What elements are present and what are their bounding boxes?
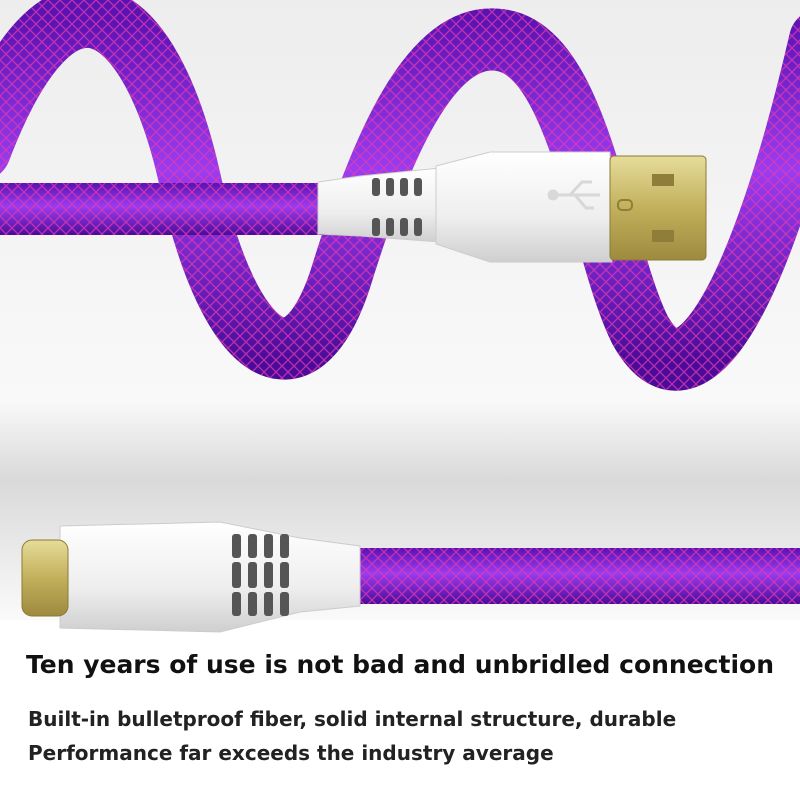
usb-a-cable [0, 151, 707, 263]
headline: Ten years of use is not bad and unbridle… [26, 650, 774, 679]
feature-line: Built-in bulletproof fiber, solid intern… [28, 707, 677, 731]
usb-c-cable [21, 521, 800, 633]
feature-line: Performance far exceeds the industry ave… [28, 741, 554, 765]
coiled-cable [0, 0, 800, 391]
usb-icon [547, 180, 600, 210]
